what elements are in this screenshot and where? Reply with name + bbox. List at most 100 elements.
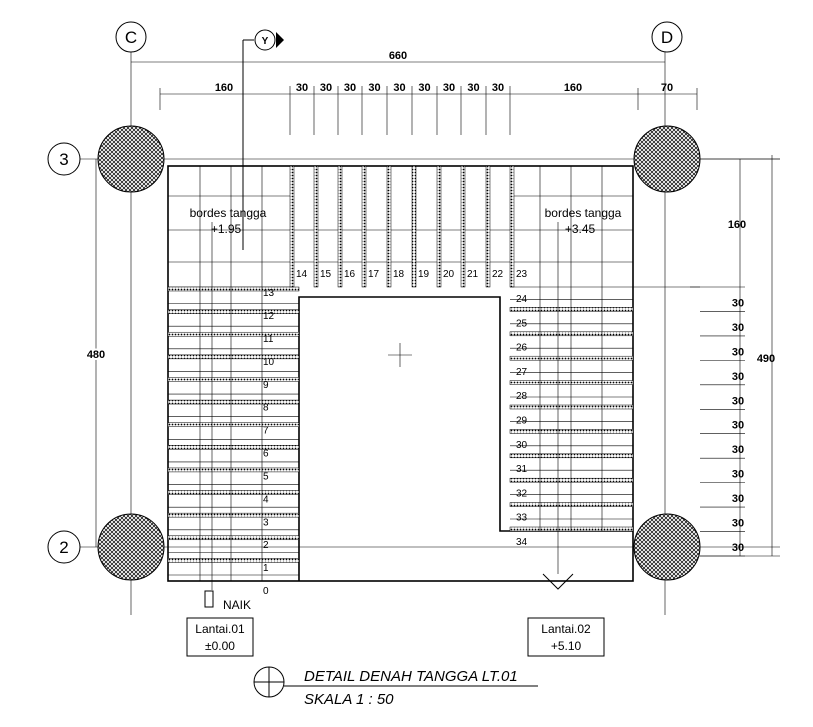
step-number: 34 [516, 537, 528, 548]
dimension-tread-right: 30 [732, 371, 744, 383]
svg-text:+5.10: +5.10 [551, 639, 582, 653]
tread-nosing [485, 165, 491, 288]
right-flight-treads [509, 287, 634, 532]
step-number: 20 [443, 269, 455, 280]
step-number: 11 [263, 334, 274, 345]
dimension-tread-right: 30 [732, 542, 744, 554]
floor-1-level-box: Lantai.01 ±0.00 [186, 617, 254, 657]
svg-text:Lantai.01: Lantai.01 [195, 622, 245, 636]
tread-nosing [509, 477, 634, 483]
step-number: 27 [516, 367, 528, 378]
dimension-overall-width: 660 [131, 50, 665, 63]
step-number: 3 [263, 517, 269, 528]
step-number: 1 [263, 563, 269, 574]
dimension-tread-top: 30 [467, 82, 479, 94]
step-number: 28 [516, 391, 528, 402]
step-number: 8 [263, 403, 269, 414]
column-c3 [97, 125, 165, 193]
title-line-2: SKALA 1 : 50 [304, 691, 394, 708]
tread-nosing [460, 165, 466, 288]
dimension-tread-top: 30 [443, 82, 455, 94]
tread-nosing [509, 307, 634, 312]
column-c2 [97, 513, 165, 581]
tread-nosing [167, 422, 300, 427]
svg-text:660: 660 [389, 50, 407, 62]
tread-nosing [167, 490, 300, 495]
column-d3 [633, 125, 701, 193]
step-number: 14 [296, 269, 308, 280]
step-number: 18 [393, 269, 405, 280]
step-number: 29 [516, 416, 528, 427]
tread-nosing [167, 535, 300, 541]
tread-nosing [167, 286, 300, 292]
tread-nosing [509, 355, 634, 361]
tread-nosing [509, 453, 634, 459]
svg-text:±0.00: ±0.00 [205, 639, 235, 653]
tread-nosing [167, 309, 300, 314]
up-marker [204, 590, 214, 608]
step-number: 21 [467, 269, 479, 280]
tread-nosing [167, 445, 300, 450]
step-number: 5 [263, 471, 269, 482]
tread-nosing [289, 165, 295, 288]
right-landing-label: bordes tangga [545, 206, 622, 220]
dimension-tread-right: 30 [732, 518, 744, 530]
tread-nosing [509, 526, 634, 532]
svg-text:490: 490 [757, 353, 775, 365]
tread-nosing [436, 165, 442, 288]
dimension-tread-right: 30 [732, 395, 744, 407]
svg-text:480: 480 [87, 349, 105, 361]
step-number: 0 [263, 586, 269, 597]
dimension-tread-top: 30 [418, 82, 430, 94]
tread-nosing [167, 331, 300, 337]
column-d2 [633, 513, 701, 581]
step-number: 9 [263, 380, 269, 391]
tread-nosing [509, 165, 515, 288]
tread-nosing [411, 165, 417, 288]
right-landing-level: +3.45 [565, 222, 596, 236]
tread-nosing [337, 165, 343, 288]
step-number: 24 [516, 294, 528, 305]
section-marker-y: Y [242, 29, 284, 250]
grid-bubble-2: 2 [47, 530, 81, 564]
grid-bubble-d: D [651, 21, 683, 53]
svg-text:3: 3 [59, 150, 68, 169]
step-number: 19 [418, 269, 430, 280]
step-number: 2 [263, 540, 269, 551]
tread-nosing [313, 165, 319, 288]
walk-line-right [542, 222, 574, 590]
dimension-tread-right: 30 [732, 346, 744, 358]
dimension-tread-right: 30 [732, 297, 744, 309]
step-number: 12 [263, 311, 275, 322]
title-line-1: DETAIL DENAH TANGGA LT.01 [304, 668, 518, 685]
step-number: 17 [368, 269, 380, 280]
step-number: 13 [263, 288, 275, 299]
tread-nosing [167, 354, 300, 360]
dimension-tread-top: 30 [368, 82, 380, 94]
step-number: 10 [263, 357, 275, 368]
svg-text:D: D [661, 28, 673, 47]
floor-2-level-box: Lantai.02 +5.10 [527, 617, 605, 657]
svg-text:70: 70 [661, 82, 673, 94]
svg-text:160: 160 [564, 82, 582, 94]
tread-nosing [167, 467, 300, 473]
left-landing-level: +1.95 [211, 222, 242, 236]
grid-bubble-3: 3 [47, 142, 81, 176]
svg-text:Lantai.02: Lantai.02 [541, 622, 591, 636]
dimension-tread-right: 30 [732, 420, 744, 432]
left-landing-label: bordes tangga [190, 206, 267, 220]
tread-nosing [509, 331, 634, 337]
tread-nosing [509, 429, 634, 434]
tread-nosing [509, 404, 634, 410]
step-number: 26 [516, 343, 528, 354]
tread-nosing [167, 377, 300, 382]
step-number: 16 [344, 269, 356, 280]
step-number: 25 [516, 318, 528, 329]
tread-nosing [361, 165, 367, 288]
step-number: 30 [516, 440, 528, 451]
up-label: NAIK [223, 598, 251, 612]
dimension-tread-right: 30 [732, 493, 744, 505]
step-number: 4 [263, 494, 269, 505]
